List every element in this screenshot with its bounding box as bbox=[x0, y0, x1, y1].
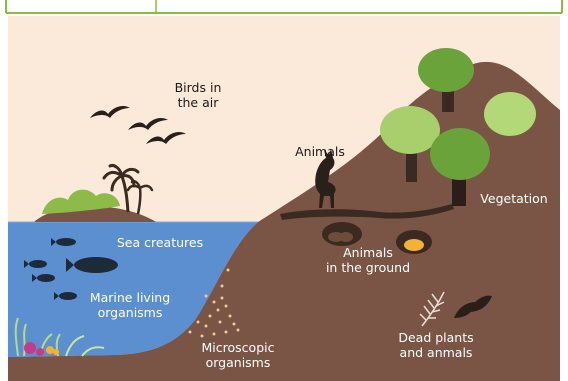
burrow-icon bbox=[396, 230, 432, 254]
label-animals: Animals bbox=[295, 144, 345, 159]
burrow-icon bbox=[322, 222, 362, 246]
fish-icon bbox=[29, 260, 47, 268]
header-strip bbox=[0, 0, 568, 14]
fish-icon bbox=[74, 257, 118, 273]
fish-icon bbox=[59, 292, 77, 300]
fish-icon bbox=[37, 274, 55, 282]
label-vegetation: Vegetation bbox=[480, 191, 547, 206]
fish-icon bbox=[56, 238, 76, 246]
label-sea-creatures: Sea creatures bbox=[117, 235, 203, 250]
